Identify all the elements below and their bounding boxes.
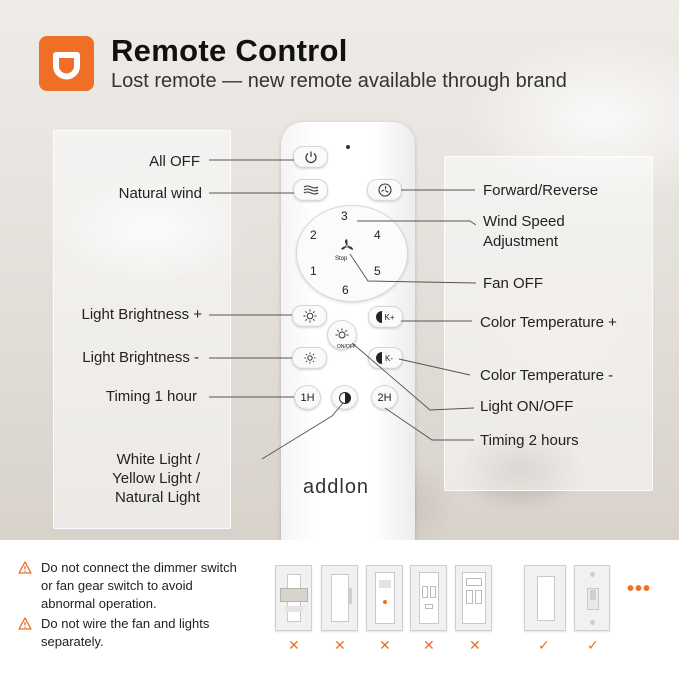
compatible-check-icon: ✓ <box>538 637 550 653</box>
color-temp-minus-icon: K- <box>375 352 393 364</box>
power-icon <box>304 151 317 164</box>
not-compatible-icon: ✕ <box>288 637 300 653</box>
toggle-switch-image <box>574 565 610 631</box>
all-off-button[interactable] <box>293 146 328 168</box>
label-light-brightness-plus: Light Brightness + <box>81 306 203 323</box>
label-white-light-line3: Natural Light <box>114 489 200 506</box>
label-wind-speed-line1: Wind Speed <box>483 213 565 230</box>
warning-text-line3: abnormal operation. <box>41 596 157 611</box>
warning-text-line2: or fan gear switch to avoid <box>41 578 193 593</box>
stop-label: Stop <box>335 256 348 262</box>
svg-text:K-: K- <box>385 354 393 363</box>
warning-text-line1: Do not connect the dimmer switch <box>41 560 237 575</box>
warning-triangle-icon <box>18 617 32 630</box>
timer-1h-label: 1H <box>300 391 315 404</box>
speed-6-button[interactable]: 6 <box>342 283 349 297</box>
label-timing-1-hour: Timing 1 hour <box>105 388 197 405</box>
svg-text:K+: K+ <box>384 313 394 322</box>
light-on-off-button[interactable] <box>327 320 357 350</box>
left-label-panel <box>53 130 231 529</box>
label-light-on-off: Light ON/OFF <box>480 398 574 415</box>
page-title: Remote Control <box>111 33 348 68</box>
label-color-temperature-minus: Color Temperature - <box>480 367 614 384</box>
not-compatible-icon: ✕ <box>334 637 346 653</box>
warning-triangle-icon <box>18 561 32 574</box>
wind-waves-icon <box>303 185 318 195</box>
color-temp-minus-button[interactable]: K- <box>368 347 403 369</box>
label-natural-wind: Natural wind <box>118 185 202 202</box>
not-compatible-icon: ✕ <box>379 637 391 653</box>
not-compatible-icon: ✕ <box>423 637 435 653</box>
half-moon-icon <box>338 391 351 404</box>
label-light-brightness-minus: Light Brightness - <box>82 349 199 366</box>
label-color-temperature-plus: Color Temperature + <box>480 314 617 331</box>
timer-2h-label: 2H <box>377 391 392 404</box>
label-fan-off: Fan OFF <box>483 275 544 292</box>
remote-brand-logo: addlon <box>303 476 370 498</box>
right-label-panel <box>444 156 653 491</box>
onoff-label: ON/OFF <box>337 344 356 350</box>
brightness-minus-button[interactable] <box>292 347 327 369</box>
label-timing-2-hours: Timing 2 hours <box>480 432 579 449</box>
sun-power-icon <box>335 328 349 339</box>
label-forward-reverse: Forward/Reverse <box>483 182 599 199</box>
fan-speed-button-switch-image <box>410 565 447 631</box>
brand-logo-icon <box>39 36 94 91</box>
warning-text-line5: separately. <box>41 634 104 649</box>
rotate-fan-icon <box>377 183 392 197</box>
speed-4-button[interactable]: 4 <box>374 228 381 242</box>
slide-fan-control-switch-image <box>366 565 403 631</box>
warning-text-line4: Do not wire the fan and lights <box>41 616 210 631</box>
sun-dim-icon <box>304 352 315 364</box>
page-subtitle: Lost remote — new remote available throu… <box>111 70 567 92</box>
standard-rocker-switch-image <box>524 565 566 631</box>
label-all-off: All OFF <box>149 153 200 170</box>
natural-wind-button[interactable] <box>293 179 328 201</box>
indicator-led <box>346 145 350 149</box>
speed-2-button[interactable]: 2 <box>310 228 317 242</box>
speed-3-button[interactable]: 3 <box>341 209 348 223</box>
timer-2h-button[interactable]: 2H <box>371 385 398 410</box>
brightness-plus-button[interactable] <box>292 305 327 327</box>
speed-1-button[interactable]: 1 <box>310 264 317 278</box>
forward-reverse-button[interactable] <box>367 179 402 201</box>
color-temp-plus-button[interactable]: K+ <box>368 306 403 328</box>
light-mode-button[interactable] <box>331 385 358 410</box>
label-wind-speed-line2: Adjustment <box>483 233 559 250</box>
color-temp-plus-icon: K+ <box>375 311 394 323</box>
label-white-light-line2: Yellow Light / <box>112 470 200 487</box>
fan-stop-button[interactable] <box>337 238 357 259</box>
timer-1h-button[interactable]: 1H <box>294 385 321 410</box>
speed-5-button[interactable]: 5 <box>374 264 381 278</box>
sun-bright-icon <box>303 309 316 323</box>
label-white-light-line1: White Light / <box>116 451 200 468</box>
dimmer-slider-switch-image <box>275 565 312 631</box>
more-options-dots-icon: ••• <box>627 578 652 600</box>
not-compatible-icon: ✕ <box>469 637 481 653</box>
fan-blade-icon <box>341 239 353 250</box>
rocker-dimmer-switch-image <box>321 565 358 631</box>
fan-light-combo-switch-image <box>455 565 492 631</box>
callout-leader-lines <box>209 159 477 460</box>
compatible-check-icon: ✓ <box>587 637 599 653</box>
